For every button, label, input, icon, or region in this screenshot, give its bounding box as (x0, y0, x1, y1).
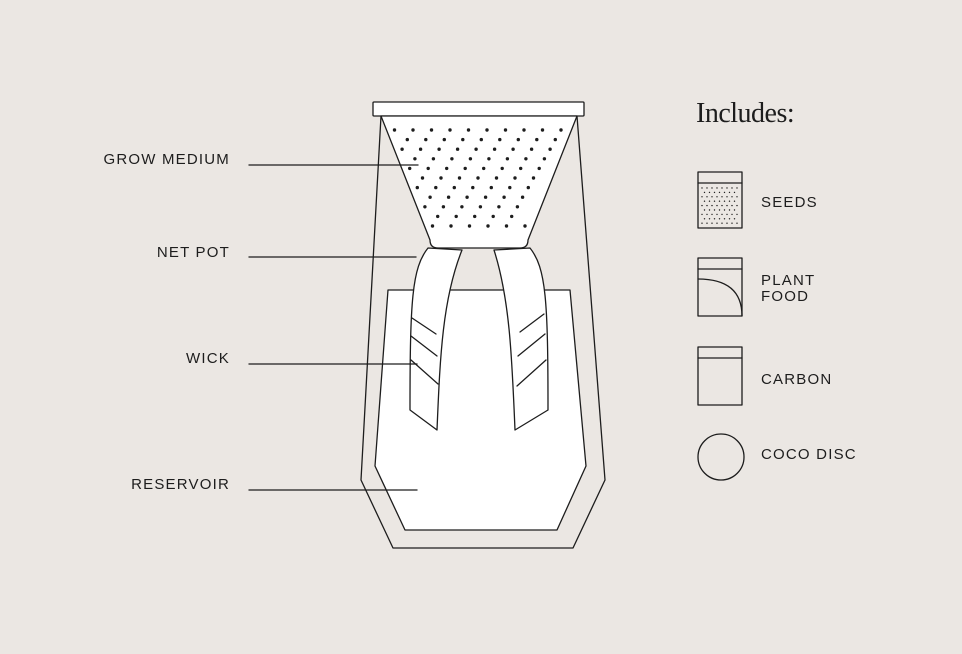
plant-food-packet-icon (697, 257, 743, 317)
wick-right (493, 247, 549, 431)
item-label-coco-disc: COCO DISC (761, 446, 857, 463)
wick-chevrons (410, 313, 547, 387)
seed-packet-dots (701, 187, 738, 224)
label-reservoir: RESERVOIR (131, 476, 230, 493)
includes-title: Includes: (696, 98, 795, 129)
label-grow-medium: GROW MEDIUM (103, 151, 230, 168)
reservoir-water (374, 289, 587, 531)
wick-left (409, 247, 463, 431)
coco-disc-icon (697, 433, 745, 481)
item-label-seeds: SEEDS (761, 194, 818, 211)
lid-rim (372, 101, 585, 117)
seed-packet-icon (697, 171, 743, 229)
item-label-carbon: CARBON (761, 371, 833, 388)
label-net-pot: NET POT (156, 244, 230, 261)
item-label-plant-food: PLANT FOOD (761, 272, 816, 305)
label-wick: WICK (186, 350, 230, 367)
grow-medium-dots (392, 128, 563, 228)
carbon-packet-icon (697, 346, 743, 406)
net-pot (380, 115, 578, 249)
